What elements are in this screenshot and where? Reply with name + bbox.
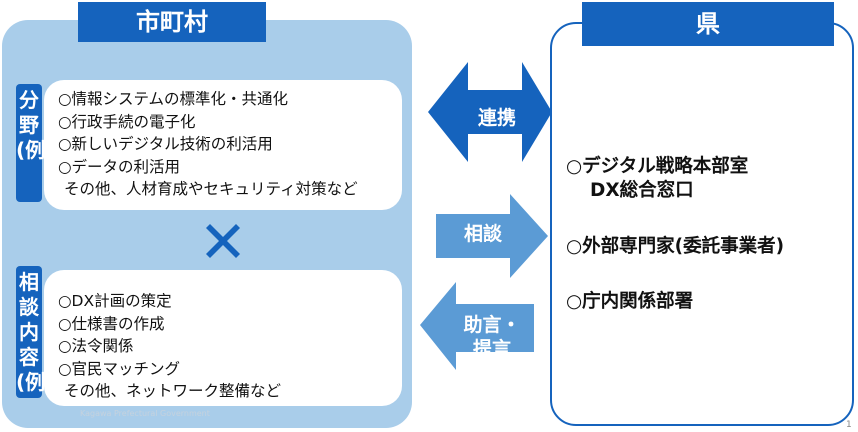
double-arrow-icon bbox=[428, 62, 552, 162]
consult-item: ○DX計画の策定 bbox=[58, 292, 172, 310]
prefecture-item-digital-office: ○デジタル戦略本部室 bbox=[566, 156, 749, 177]
municipality-title: 市町村 bbox=[78, 2, 266, 42]
consult-example-label: 相談内容(例) bbox=[16, 266, 54, 398]
consultation-label: 相談 bbox=[463, 223, 502, 245]
field-item: ○データの利活用 bbox=[58, 157, 181, 176]
consult-example-box: ○DX計画の策定 ○仕様書の作成 ○法令関係 ○官民マッチング その他、ネットワ… bbox=[44, 270, 402, 406]
prefecture-item-external-experts: ○外部専門家(委託事業者) bbox=[566, 236, 785, 257]
watermark-text: Kagawa Prefectural Government bbox=[80, 409, 210, 418]
field-item: ○情報システムの標準化・共通化 bbox=[58, 90, 289, 108]
advice-label-line2: 提言 bbox=[472, 338, 511, 360]
left-arrow-icon bbox=[420, 282, 534, 370]
consult-item-other: その他、ネットワーク整備など bbox=[64, 382, 282, 400]
right-arrow-icon bbox=[436, 194, 548, 278]
advice-label-line1: 助言・ bbox=[463, 314, 521, 336]
page-number: 1 bbox=[846, 420, 852, 430]
cross-icon bbox=[206, 224, 240, 258]
fields-example-box: ○情報システムの標準化・共通化 ○行政手続の電子化 ○新しいデジタル技術の利活用… bbox=[44, 80, 402, 210]
prefecture-item-dx-window: DX総合窓口 bbox=[590, 180, 694, 201]
prefecture-item-internal-departments: ○庁内関係部署 bbox=[566, 291, 694, 312]
consult-item: ○仕様書の作成 bbox=[58, 314, 165, 333]
field-item: ○新しいデジタル技術の利活用 bbox=[58, 135, 273, 153]
collaboration-label: 連携 bbox=[477, 107, 516, 129]
consult-item: ○官民マッチング bbox=[58, 359, 181, 378]
prefecture-panel bbox=[550, 22, 854, 426]
prefecture-title: 県 bbox=[582, 2, 834, 46]
field-item-other: その他、人材育成やセキュリティ対策など bbox=[64, 180, 358, 198]
consult-item: ○法令関係 bbox=[58, 337, 134, 355]
field-item: ○行政手続の電子化 bbox=[58, 112, 196, 131]
